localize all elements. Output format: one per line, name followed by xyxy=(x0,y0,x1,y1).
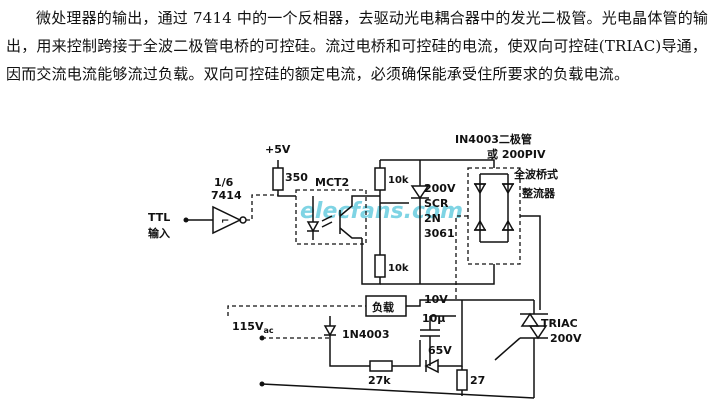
inverter-to-led-wire xyxy=(246,194,278,221)
label-optocoupler: MCT2 xyxy=(315,176,349,189)
zener-diode-icon xyxy=(424,358,439,374)
bridge-bottom-wire xyxy=(420,264,495,285)
label-resistor-27k: 27k xyxy=(368,374,391,387)
label-inverter-fraction: 1/6 xyxy=(214,176,234,189)
scr-symbol-icon xyxy=(410,185,430,200)
inverter-7414-symbol xyxy=(212,205,242,235)
resistor-10k-top xyxy=(374,167,386,191)
resistor-to-led-wire xyxy=(277,190,296,197)
label-input: 输入 xyxy=(148,226,170,240)
bridge-top-wire xyxy=(420,159,495,168)
schmitt-trigger-icon: ⌐ xyxy=(221,216,229,227)
label-resistor-27: 27 xyxy=(470,374,485,387)
load-to-triac-wire xyxy=(406,299,534,307)
resistor-27 xyxy=(456,369,468,391)
bridge-to-triac-wire xyxy=(520,215,541,310)
label-zener: 65V xyxy=(428,344,452,357)
opto-light-arrow-2 xyxy=(321,221,333,228)
label-diode-1n4003: 1N4003 xyxy=(342,328,389,341)
label-plus-5v: +5V xyxy=(265,143,291,156)
label-triac-voltage: 200V xyxy=(550,332,582,345)
ac-top-wire xyxy=(227,305,366,316)
opto-light-arrow-1 xyxy=(321,215,333,222)
ac-return-wire xyxy=(261,383,535,399)
label-scr-voltage: 200V xyxy=(424,182,456,195)
label-scr-part-2: 3061 xyxy=(424,227,455,240)
label-inverter-part: 7414 xyxy=(211,189,242,202)
bridge-left-dashed xyxy=(455,215,468,300)
bridge-rectifier-box xyxy=(467,167,521,265)
label-bridge-name-1: 全波桥式 xyxy=(513,167,558,181)
label-resistor-10k-bottom: 10k xyxy=(388,263,409,274)
diode-1n4003-icon xyxy=(323,325,337,337)
resistor-350 xyxy=(272,167,284,191)
emitter-return-wire xyxy=(361,238,381,285)
resistor-27k xyxy=(369,360,393,372)
res27k-to-cap-wire xyxy=(392,340,421,367)
label-triac: TRIAC xyxy=(541,317,578,330)
opto-emitter xyxy=(339,227,362,239)
label-resistor-10k-top: 10k xyxy=(388,175,409,186)
label-cap-value: 10μ xyxy=(422,312,445,325)
label-ac-source: 115Vac xyxy=(232,320,274,335)
label-scr: SCR xyxy=(424,197,449,210)
input-terminal xyxy=(183,217,189,223)
optocoupler-mct2 xyxy=(295,189,367,245)
resistor-10k-bottom xyxy=(374,254,386,278)
label-resistor-350: 350 xyxy=(285,171,308,184)
label-load: 负载 xyxy=(372,300,394,314)
label-scr-part-1: 2N xyxy=(424,212,441,225)
label-cap-voltage: 10V xyxy=(424,293,448,306)
label-bridge-diode: IN4003二极管 xyxy=(455,132,532,146)
label-ttl: TTL xyxy=(148,211,170,224)
label-bridge-diode-alt: 或 200PIV xyxy=(487,147,546,161)
triac-symbol-icon-lower xyxy=(528,325,548,340)
diode-to-27k-wire xyxy=(329,335,370,367)
opto-collector xyxy=(339,195,362,217)
description-paragraph: 微处理器的输出，通过 7414 中的一个反相器，去驱动光电耦合器中的发光二极管。… xyxy=(6,9,709,83)
label-bridge-name-2: 整流器 xyxy=(521,186,556,200)
triac-gate-wire xyxy=(494,337,521,361)
triac-symbol-icon xyxy=(520,312,540,327)
